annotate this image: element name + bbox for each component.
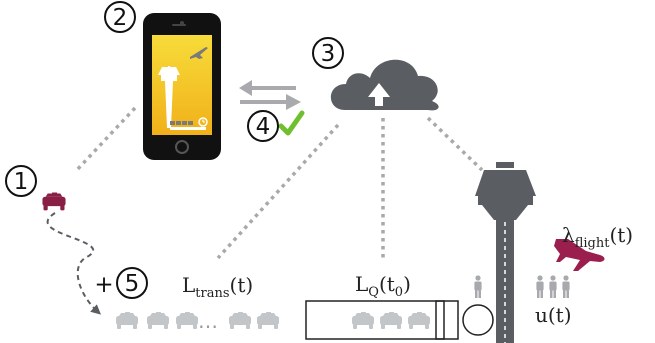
svg-text:+: + [94,272,113,298]
person-icon [549,275,557,298]
taxi-icon [176,312,198,329]
step-markers: 1 2 3 4 + 5 [5,1,344,299]
label-u: u(t) [535,303,572,327]
queue-box [305,300,459,340]
taxi-icon [380,312,402,329]
waiting-passengers [536,275,570,298]
airplane-icon [554,239,605,271]
taxi-icon [408,312,430,329]
taxi-icon-arriving [42,192,66,211]
step-marker-2: 2 [104,1,136,33]
step-marker-5: + 5 [94,267,148,299]
phone-screen-clock-icon [198,117,208,127]
person-icon [474,275,482,298]
label-l-trans: Ltrans(t) [182,273,253,301]
phone-screen-taxis [170,121,193,125]
phone-screen-tower-icon [158,67,180,128]
step-marker-3: 3 [312,37,344,69]
label-l-q: LQ(t0) [355,272,411,300]
phone-screen-plane-icon [190,47,208,59]
step-marker-1: 1 [5,165,37,197]
svg-text:2: 2 [113,5,128,31]
checkmark-icon [278,110,305,136]
bidirectional-arrows-icon [239,80,301,110]
svg-text:4: 4 [256,114,271,140]
taxi-icon [147,312,169,329]
connector-cloud-to-taxi-lot [216,123,340,260]
dotted-connectors [73,106,484,262]
phone-home-button [175,140,189,154]
svg-text:5: 5 [125,271,140,297]
control-tower-icon [475,162,536,343]
step-marker-4: 4 [247,110,279,142]
smartphone-icon [143,13,221,160]
connector-cloud-to-tower [426,116,484,172]
ellipsis: … [198,309,218,333]
label-lambda-flight: λflight(t) [562,223,633,251]
taxi-queue [305,300,494,340]
svg-text:3: 3 [321,41,336,67]
taxi-icon [229,312,251,329]
pickup-point [462,304,494,336]
taxi-icon [352,312,374,329]
person-icon [536,275,544,298]
taxi-icon [116,312,138,329]
person-icon [562,275,570,298]
connector-phone-to-taxi [73,106,137,174]
taxi-icon [257,312,279,329]
taxi-route-arrow [46,212,101,315]
cloud-upload-icon [330,59,439,111]
svg-text:1: 1 [14,169,29,195]
